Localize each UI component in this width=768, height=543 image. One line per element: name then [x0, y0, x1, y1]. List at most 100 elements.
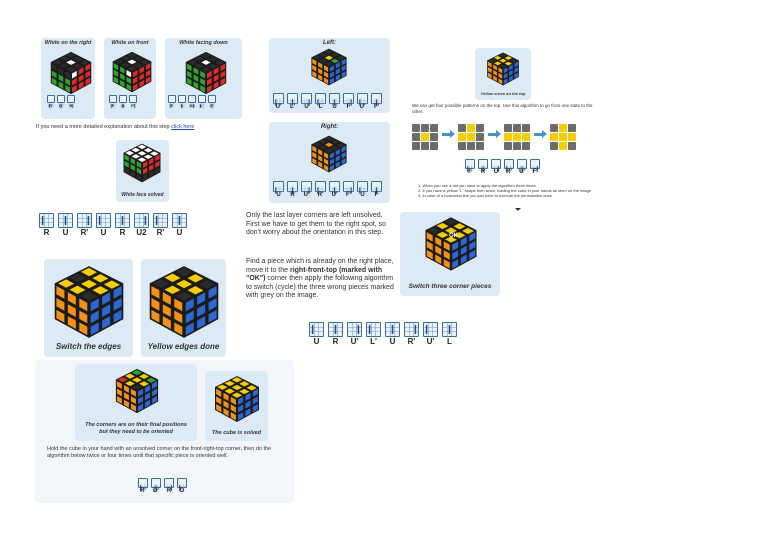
cube-sticker [335, 74, 340, 81]
move-note: U' [357, 93, 368, 110]
cube-sticker [194, 63, 204, 69]
cube-sticker [443, 259, 450, 269]
move-label: F' [373, 104, 380, 110]
cube-sticker [126, 70, 132, 78]
cube-sticker [336, 55, 345, 61]
cube-sticker [197, 304, 206, 317]
cube-sticker [252, 388, 258, 397]
cube-sticker [153, 279, 170, 288]
cube-sticker [65, 70, 70, 79]
cube-sticker [131, 396, 136, 405]
cube-sticker [324, 164, 329, 171]
cube-sticker [79, 322, 88, 336]
pattern-square [467, 124, 475, 132]
ok-marker: OK [449, 233, 458, 239]
move-icon [115, 213, 130, 228]
cube-sticker [318, 68, 323, 75]
cube-sticker [139, 79, 144, 88]
cube-sticker [175, 291, 193, 301]
cube-sticker [150, 151, 159, 156]
cube-body [215, 376, 259, 422]
cube-sticker [201, 52, 211, 58]
cube-sticker [436, 231, 449, 239]
cube-sticker [213, 67, 219, 75]
cube-sticker [336, 142, 345, 148]
move-icon [153, 213, 168, 228]
cube-sticker [113, 297, 122, 311]
cube-sticker [312, 158, 317, 165]
move-icon [151, 478, 161, 492]
pattern-square [513, 124, 521, 132]
click-here-link[interactable]: click here [171, 124, 195, 130]
move-note: U' [423, 322, 438, 346]
move-icon [301, 181, 312, 195]
cube-svg [149, 266, 219, 338]
move-icon [530, 159, 540, 173]
move-icon [371, 181, 382, 195]
move-label: D [121, 103, 125, 108]
cube-sticker [116, 388, 122, 397]
white-solved-caption: White face solved [121, 192, 164, 198]
cube-sticker [462, 227, 474, 235]
cube-sticker [318, 149, 323, 156]
pattern-square [522, 124, 530, 132]
cube-sticker [187, 59, 198, 65]
move-label: D2 [189, 103, 195, 108]
cube-sticker [78, 74, 84, 82]
move-note: R' [47, 95, 55, 109]
move-label: R' [407, 337, 416, 346]
pattern-square [550, 133, 558, 141]
cube-sticker [145, 62, 151, 71]
top-pattern [458, 124, 485, 151]
cube-sticker [224, 388, 235, 394]
move-note: U [58, 213, 73, 237]
cube-sticker [330, 139, 339, 145]
cube-sticker [114, 59, 124, 64]
cube-sticker [220, 70, 226, 79]
cube-sticker [216, 388, 222, 397]
pattern-square [559, 133, 567, 141]
cube-sticker [341, 151, 346, 159]
move-note: F [343, 93, 354, 110]
move-label: R [290, 192, 295, 198]
cube-sticker [155, 167, 160, 175]
pattern-square [559, 142, 567, 150]
move-icon [347, 322, 362, 337]
pattern-square [513, 133, 521, 141]
cube-svg [425, 217, 477, 271]
cube-sticker [197, 292, 206, 305]
cube-sticker [56, 309, 65, 323]
pattern-square [522, 142, 530, 150]
move-note: F' [530, 159, 540, 175]
cube-sticker [162, 316, 171, 329]
cube-sticker [231, 377, 243, 383]
move-label: U [304, 104, 309, 110]
collapse-arrow-icon[interactable] [515, 208, 521, 211]
pattern-square [421, 142, 429, 150]
cube-sticker [142, 173, 148, 181]
move-label: R' [49, 103, 53, 108]
cube-sticker [220, 77, 226, 86]
cube-sticker [197, 316, 206, 329]
cube-sticker [341, 71, 346, 78]
cross-notes: 1. When you see a dot you have to apply … [418, 183, 594, 199]
cube-sticker [426, 241, 433, 251]
cube-sticker [58, 74, 64, 82]
cube-sticker [174, 322, 183, 336]
cube-sticker [318, 155, 323, 162]
move-note: D' [57, 95, 65, 109]
move-icon [423, 322, 438, 337]
cube-sticker [131, 403, 136, 412]
cube-sticker [59, 63, 69, 69]
cube-sticker [174, 310, 183, 324]
cube-sticker [80, 267, 98, 277]
cube-sticker [132, 384, 142, 390]
cube-sticker [324, 77, 329, 84]
cube-sticker [79, 310, 88, 324]
cube-sticker [207, 77, 212, 86]
cube-sticker [138, 403, 143, 412]
cube-sticker [246, 385, 257, 391]
move-label: R [69, 103, 73, 108]
